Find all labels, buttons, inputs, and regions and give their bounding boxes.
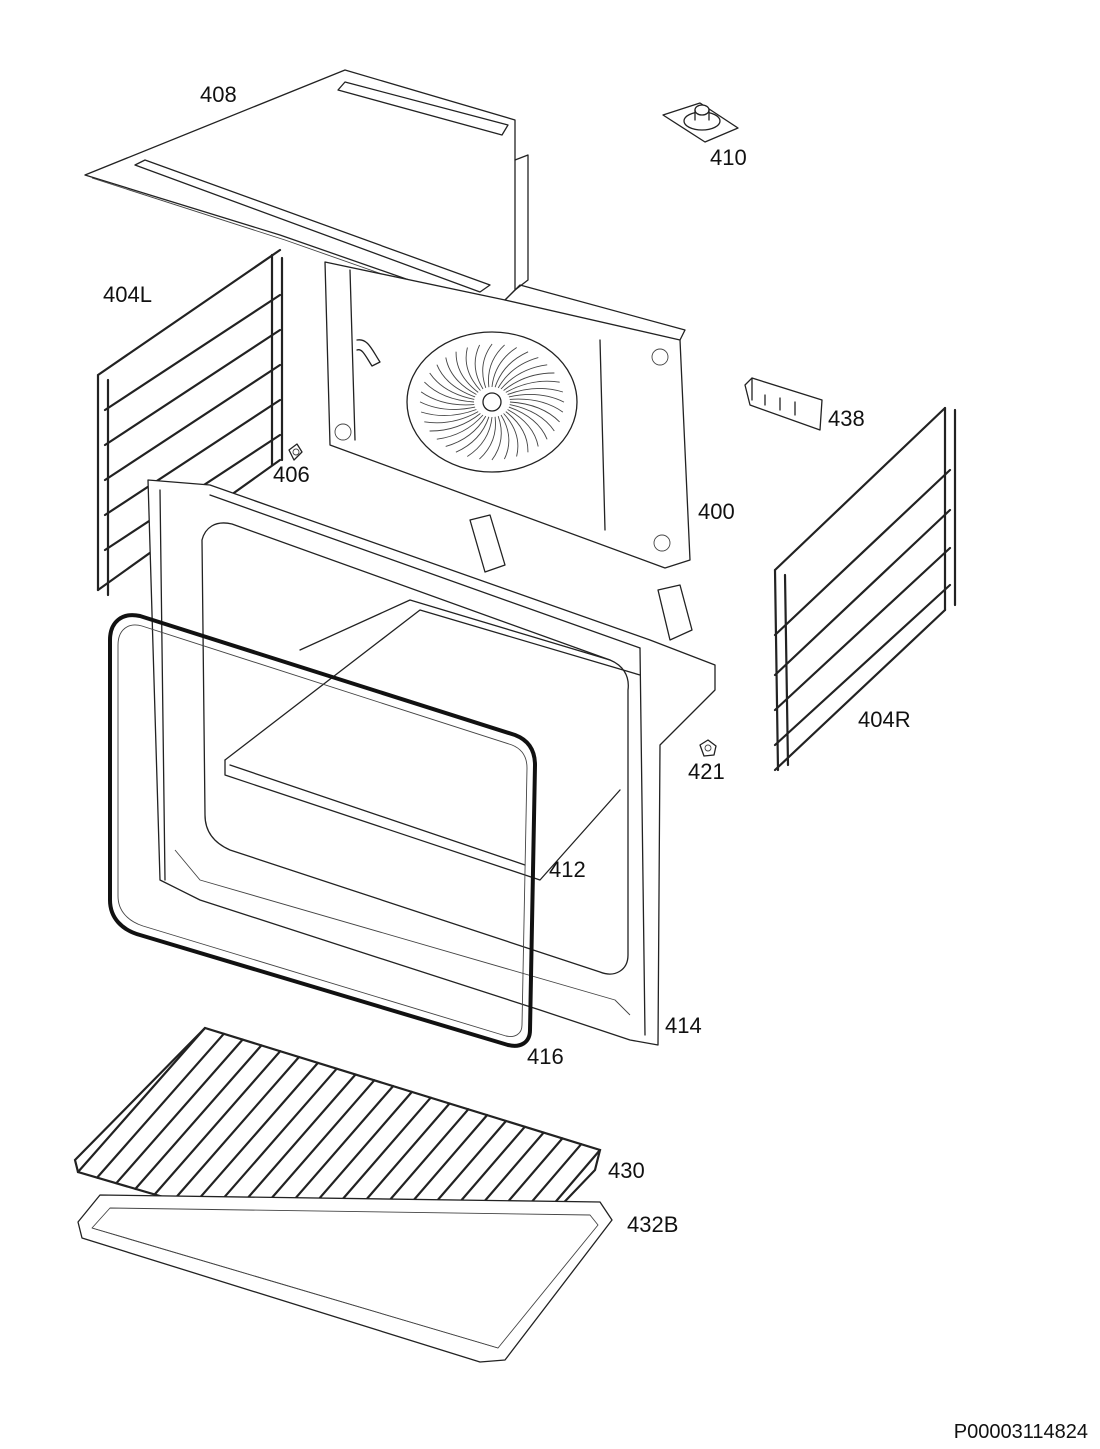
label-432B: 432B <box>627 1212 678 1237</box>
rack-bar <box>76 1026 207 1174</box>
label-400: 400 <box>698 499 735 524</box>
fan-slot <box>424 381 475 403</box>
part-421-nut <box>699 739 717 757</box>
rack-bar <box>210 1067 338 1213</box>
label-410: 410 <box>710 145 747 170</box>
fan-slot <box>436 364 476 398</box>
rack-bar <box>230 1073 357 1219</box>
part-400-back-panel <box>324 261 691 569</box>
fan-slot <box>494 351 529 388</box>
fan-slot <box>420 391 475 406</box>
fan-slot <box>508 406 548 440</box>
fan-slot <box>509 398 564 413</box>
rack-bar <box>191 1061 319 1207</box>
fan-slot <box>467 416 493 457</box>
part-406-clip <box>288 443 303 461</box>
fan-slot <box>429 372 475 400</box>
fan-slot <box>507 388 564 395</box>
part-414-front-frame <box>147 479 716 1046</box>
fan-slot <box>455 351 479 393</box>
fan-slot <box>500 364 548 390</box>
rack-bar <box>153 1050 282 1196</box>
part-438-bracket <box>744 377 823 431</box>
fan-slot <box>507 409 539 447</box>
fan-slot <box>482 343 493 389</box>
fan-slot <box>474 344 484 390</box>
rack-bar <box>172 1055 301 1202</box>
fan-slot <box>509 401 560 423</box>
fan-grille <box>419 343 565 461</box>
fan-slot <box>445 357 477 395</box>
fan-slot <box>420 409 477 416</box>
fan-slot <box>503 372 555 391</box>
label-438: 438 <box>828 406 865 431</box>
fan-slot <box>497 357 539 389</box>
label-414: 414 <box>665 1013 702 1038</box>
part-416-door-seal <box>108 613 537 1048</box>
label-416: 416 <box>527 1044 564 1069</box>
fan-slot <box>455 416 490 453</box>
part-408-top-cover <box>84 69 529 313</box>
fan-slot <box>465 347 481 391</box>
fan-slot <box>491 415 502 461</box>
label-412: 412 <box>549 857 586 882</box>
fan-slot <box>505 380 560 393</box>
fan-slot <box>479 416 496 460</box>
rack-bar <box>134 1044 263 1190</box>
fan-slot <box>508 394 565 403</box>
part-432B-baking-tray <box>77 1194 613 1363</box>
fan-slot <box>445 415 487 447</box>
document-code: P00003114824 <box>954 1421 1088 1443</box>
fan-slot <box>424 411 479 424</box>
fan-slot <box>509 404 555 432</box>
fan-slot <box>491 347 517 388</box>
rack-bar <box>96 1032 225 1179</box>
label-408: 408 <box>200 82 237 107</box>
part-404R-right-runner <box>773 406 957 772</box>
fan-slot <box>488 344 505 388</box>
fan-slot <box>419 401 476 410</box>
part-410-motor-mount <box>662 102 739 143</box>
label-404R: 404R <box>858 707 911 732</box>
fan-slot <box>503 413 519 457</box>
label-421: 421 <box>688 759 725 784</box>
label-430: 430 <box>608 1158 645 1183</box>
label-404L: 404L <box>103 282 152 307</box>
fan-slot <box>436 414 484 440</box>
fan-slot <box>500 414 510 460</box>
rack-bar <box>115 1038 244 1185</box>
fan-slot <box>429 413 481 432</box>
label-406: 406 <box>273 462 310 487</box>
fan-slot <box>505 411 529 453</box>
